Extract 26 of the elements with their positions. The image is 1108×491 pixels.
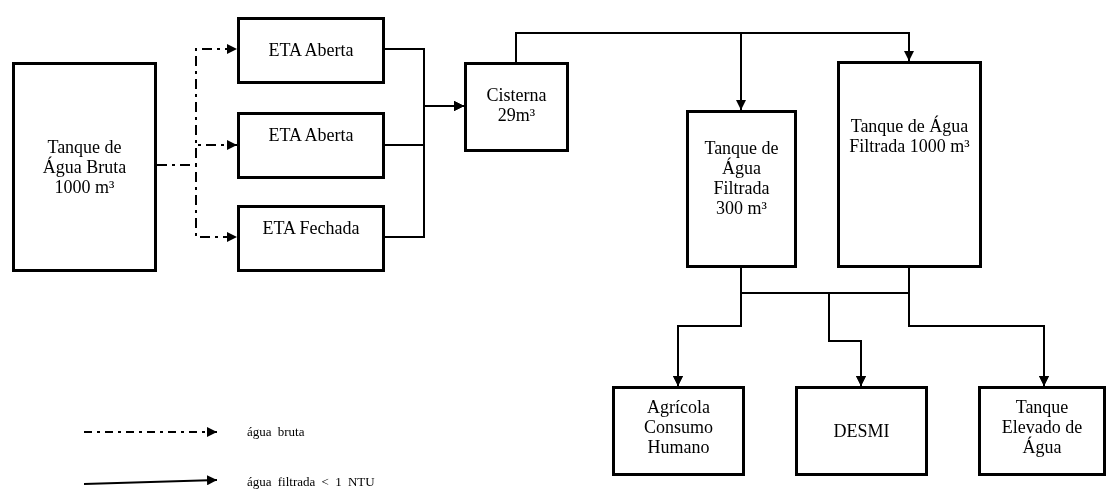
node-label: Agrícola Consumo Humano [643,397,714,458]
arrow [515,32,914,63]
node-label: Tanque de Água Filtrada 300 m³ [703,138,780,219]
arrow [156,164,238,242]
node-label: Tanque Elevado de Água [1000,397,1084,458]
arrow [908,267,1049,387]
process-box [12,62,157,272]
node-label: Tanque de Água Filtrada 1000 m³ [848,116,971,157]
process-box [795,386,928,476]
process-box [686,110,797,268]
process-box [464,62,569,152]
process-box [978,386,1106,476]
legend-label: água bruta [247,424,305,440]
process-box [837,61,982,268]
node-label: Tanque de Água Bruta 1000 m³ [41,136,128,198]
process-box [237,112,385,179]
legend-label: água filtrada < 1 NTU [247,474,375,490]
node-label: ETA Aberta [268,40,354,61]
node-label: ETA Aberta [268,125,354,146]
process-box [237,17,385,84]
arrow [384,101,465,238]
node-label: DESMI [833,420,890,442]
process-box [237,205,385,272]
node-label: ETA Fechada [262,218,360,239]
node-label: Cisterna 29m³ [485,85,548,126]
process-box [612,386,745,476]
